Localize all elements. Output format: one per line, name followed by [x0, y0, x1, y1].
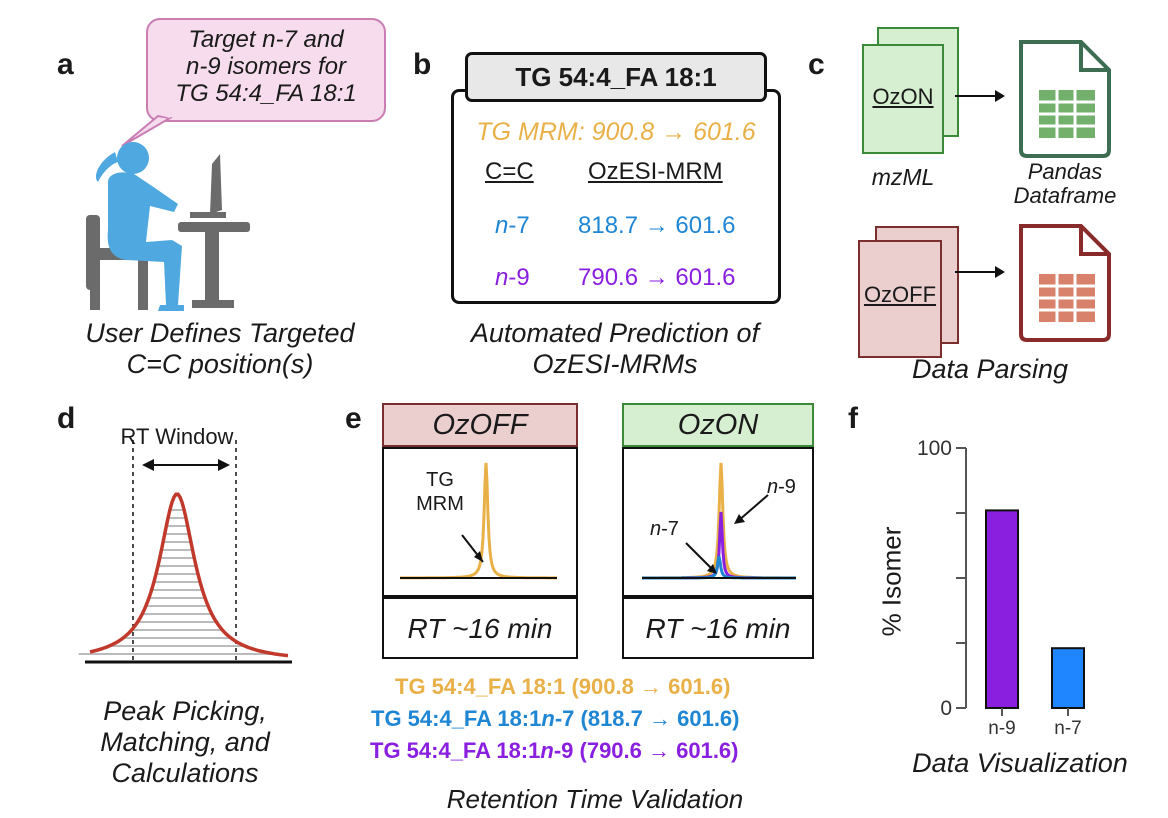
speech-bubble-icon: [121, 112, 173, 147]
ozon-title: OzON: [622, 403, 814, 447]
legend-n9-n: n: [540, 738, 554, 763]
caption-a-line-1: User Defines Targeted: [85, 318, 355, 348]
bar-n-7: [1051, 647, 1085, 709]
legend-n7-pre: TG 54:4_FA 18:1: [371, 706, 542, 731]
n7-label: n-7: [650, 518, 679, 541]
arrow-right-icon: [955, 266, 1005, 278]
bubble-line-2: n-9 isomers for: [185, 53, 347, 80]
row-n9-n: n: [495, 264, 509, 291]
panel-letter-c: c: [808, 48, 825, 81]
tg-mrm-line-2: MRM: [416, 493, 464, 515]
col-header-ozesi: OzESI-MRM: [588, 158, 723, 185]
row-n7-label: n-7: [495, 212, 530, 240]
bubble-line-1: Target n-7 and: [188, 26, 344, 53]
caption-d-line-2: Matching, and: [100, 727, 270, 757]
caption-a: User Defines Targeted C=C position(s): [55, 318, 385, 380]
caption-d: Peak Picking, Matching, and Calculations: [65, 696, 305, 789]
tg-mrm-label: TG MRM: [405, 468, 475, 516]
panel-letter-a: a: [57, 48, 74, 81]
ozoff-title: OzOFF: [382, 403, 578, 447]
y-tick-label: 0: [940, 697, 952, 720]
caption-e: Retention Time Validation: [446, 784, 744, 814]
ozoff-label: OzOFF: [863, 282, 937, 307]
mzml-label: mzML: [871, 164, 935, 190]
legend-n7-n: n: [541, 706, 555, 731]
y-axis-label: % Isomer: [876, 526, 907, 637]
ozon-trace: [642, 462, 796, 580]
row-n9-suffix: -9: [508, 264, 530, 291]
panel-letter-d: d: [57, 402, 76, 435]
rt-window-label: RT Window: [120, 424, 234, 449]
n9-label: n-9: [767, 476, 796, 499]
n7-n: n: [650, 518, 662, 540]
legend-n9-post: -9 (790.6 → 601.6): [553, 738, 739, 763]
legend-n9: TG 54:4_FA 18:1n-9 (790.6 → 601.6): [370, 738, 739, 764]
caption-f: Data Visualization: [912, 748, 1128, 778]
caption-b-line-1: Automated Prediction of: [470, 318, 760, 348]
panel-letter-b: b: [413, 48, 432, 81]
ozon-label: OzON: [872, 84, 934, 109]
ozon-file-front: [862, 44, 944, 154]
peak-diagram: [78, 440, 292, 664]
double-arrow-icon: [142, 459, 230, 471]
caption-b: Automated Prediction of OzESI-MRMs: [430, 318, 800, 380]
bar-n-9: [985, 509, 1019, 710]
row-n9-mrm: 790.6 → 601.6: [578, 264, 736, 291]
n9-suffix: -9: [778, 476, 796, 498]
row-n9-label: n-9: [495, 264, 530, 292]
panel-letter-e: e: [345, 402, 362, 435]
pandas-label: Pandas Dataframe: [1000, 160, 1130, 208]
pandas-line-2: Dataframe: [1013, 183, 1117, 208]
spreadsheet-file-icon: [1019, 40, 1111, 158]
row-n7-n: n: [495, 212, 509, 239]
tg-mrm-line-1: TG: [426, 469, 454, 491]
panel-letter-f: f: [848, 402, 858, 435]
mrm-prediction-box: [451, 89, 781, 304]
ozon-rt: RT ~16 min: [622, 597, 814, 659]
caption-d-line-1: Peak Picking,: [103, 696, 267, 726]
arrow-right-icon: [955, 90, 1005, 102]
spreadsheet-file-icon: [1019, 224, 1111, 342]
ozoff-chromatogram: [382, 447, 578, 597]
tg-mrm-text: TG MRM: 900.8 → 601.6: [476, 118, 756, 146]
pandas-line-1: Pandas: [1027, 159, 1103, 184]
caption-a-line-2: C=C position(s): [126, 349, 314, 379]
col-header-cc: C=C: [485, 158, 534, 185]
ozoff-trace: [400, 462, 557, 580]
x-tick-label-n-9: n-9: [988, 718, 1015, 739]
isomer-bar-chart: 0 100 n-9 n-7: [917, 437, 1085, 739]
legend-n7-post: -7 (818.7 → 601.6): [554, 706, 740, 731]
row-n7-mrm: 818.7 → 601.6: [578, 212, 736, 239]
caption-d-line-3: Calculations: [111, 758, 259, 788]
n7-suffix: -7: [661, 518, 679, 540]
ozoff-file-front: [858, 240, 942, 358]
x-tick-label-n-7: n-7: [1054, 718, 1081, 739]
bubble-line-3: TG 54:4_FA 18:1: [175, 80, 357, 107]
person-at-computer-icon: [86, 142, 250, 311]
caption-b-line-2: OzESI-MRMs: [532, 349, 698, 379]
legend-n9-pre: TG 54:4_FA 18:1: [370, 738, 541, 763]
lipid-header: TG 54:4_FA 18:1: [465, 52, 767, 102]
speech-bubble: Target n-7 and n-9 isomers for TG 54:4_F…: [146, 18, 386, 122]
legend-n7: TG 54:4_FA 18:1n-7 (818.7 → 601.6): [371, 706, 740, 732]
legend-tg: TG 54:4_FA 18:1 (900.8 → 601.6): [395, 674, 731, 699]
ozoff-rt: RT ~16 min: [382, 597, 578, 659]
caption-c: Data Parsing: [911, 354, 1069, 384]
row-n7-suffix: -7: [508, 212, 530, 239]
n9-n: n: [767, 476, 779, 498]
y-tick-label: 100: [917, 437, 952, 460]
